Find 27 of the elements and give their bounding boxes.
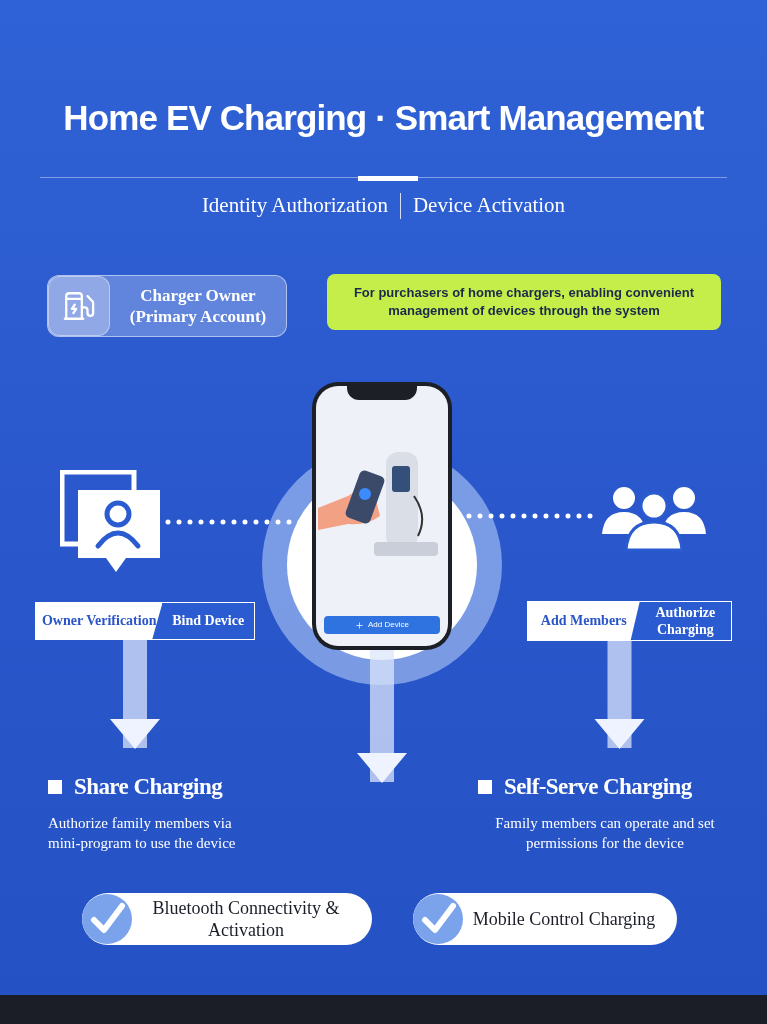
feature-pill (413, 893, 677, 945)
tag-label: Add Members (528, 602, 640, 640)
feature-pill (82, 893, 372, 945)
user-profile-icon (60, 470, 162, 574)
tag-label: Bind Device (171, 612, 246, 631)
tag-label: Authorize Charging (654, 603, 717, 639)
pill-label: Mobile Control Charging (471, 907, 657, 931)
step-tag (35, 602, 255, 640)
feature-heading: Share Charging (74, 773, 223, 801)
subtitle: Identity Authorization (201, 192, 388, 219)
title: Home EV Charging · Smart Management (62, 97, 705, 139)
subtitle: Device Activation (412, 192, 566, 219)
feature-description: Authorize family members via mini-program to use the device (47, 813, 237, 854)
step-tag (527, 601, 732, 641)
pill-label: Bluetooth Connectivity & Activation (151, 896, 341, 942)
down-arrow (594, 641, 645, 749)
down-arrow (110, 640, 160, 749)
down-arrow (357, 650, 407, 783)
role-label: Charger Owner (Primary Account) (128, 284, 268, 328)
feature-description: Family members can operate and set permissions for the device (494, 813, 716, 854)
role-card (47, 275, 287, 337)
tag-label: Owner Verification (36, 603, 163, 639)
add-device-button: Add Device (324, 616, 440, 634)
feature-heading: Self-Serve Charging (504, 773, 692, 801)
smartphone (312, 382, 452, 650)
note-banner (327, 274, 721, 330)
note-text: For purchasers of home chargers, enabling convenient management of devices through the system (352, 284, 696, 320)
